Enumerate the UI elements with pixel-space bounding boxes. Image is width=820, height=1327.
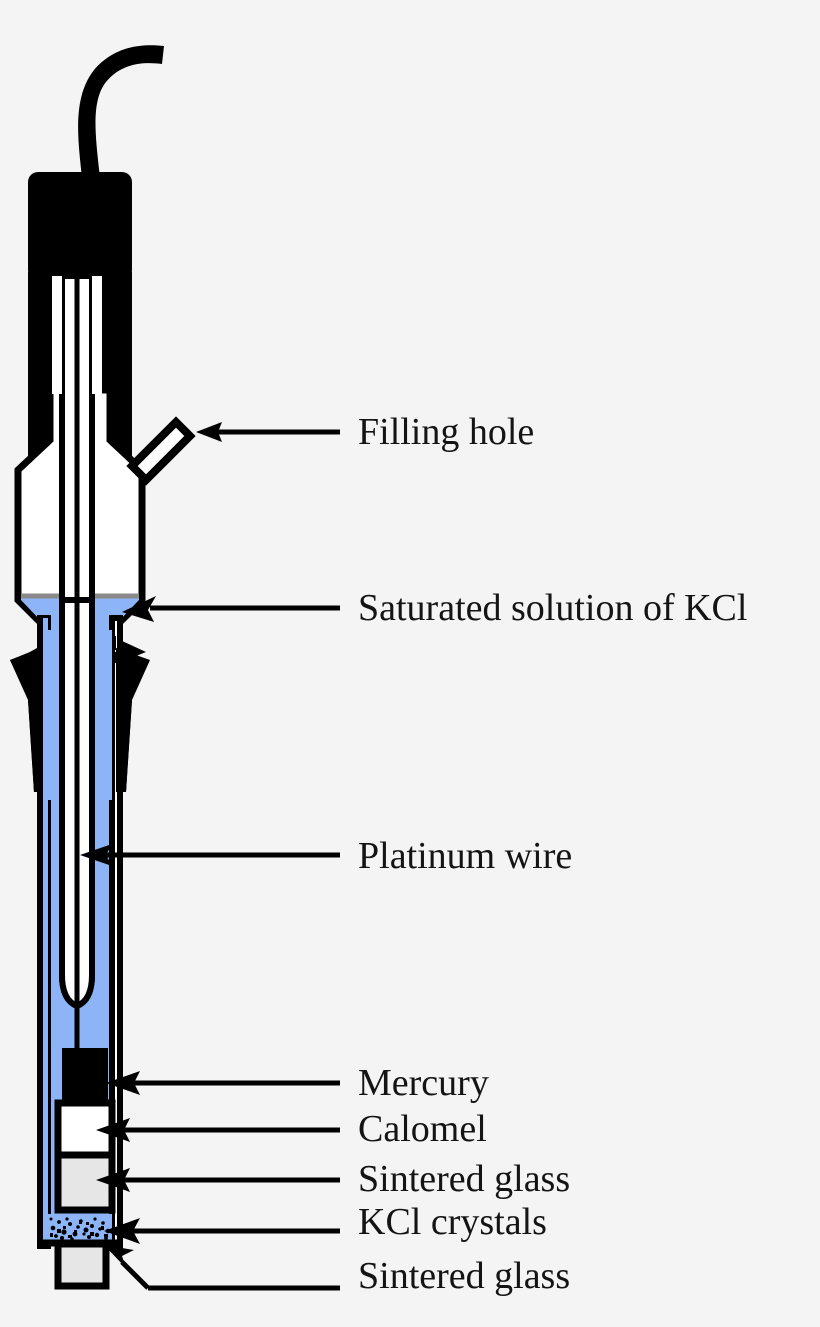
arrowhead-filling-hole [196, 422, 222, 442]
arrowhead-mercury [106, 1071, 140, 1095]
label-kcl-crystals: KCl crystals [358, 1201, 547, 1243]
lower-sintered-glass-frit [54, 1240, 110, 1290]
label-sintered-glass-upper: Sintered glass [358, 1158, 570, 1200]
arrowhead-sintered-glass-lower [104, 1245, 134, 1268]
arrowhead-saturated-solution [122, 596, 156, 622]
arrowhead-calomel [96, 1118, 130, 1142]
arrowhead-platinum-wire [80, 844, 112, 866]
electrode-cap [28, 172, 132, 280]
electrode-cap-shoulder-left [28, 390, 50, 466]
kcl-crystal-specks [49, 1217, 111, 1241]
label-mercury: Mercury [358, 1062, 489, 1104]
mercury-plug [62, 1048, 108, 1103]
label-platinum-wire: Platinum wire [358, 835, 572, 877]
cap-slit-4 [92, 276, 102, 394]
cap-slit-1 [52, 276, 62, 394]
label-filling-hole: Filling hole [358, 411, 534, 453]
electrode-cap-shoulder-right [108, 390, 132, 466]
filling-hole-spout [126, 416, 196, 486]
label-saturated-solution: Saturated solution of KCl [358, 587, 747, 629]
arrowhead-kcl-crystals [104, 1218, 140, 1244]
label-sintered-glass-lower: Sintered glass [358, 1255, 570, 1297]
leader-lines [80, 422, 340, 1291]
cable [78, 45, 164, 179]
label-calomel: Calomel [358, 1108, 487, 1150]
arrowhead-sintered-glass-upper [96, 1168, 130, 1192]
leader-sintered-glass-lower-d [120, 1260, 150, 1290]
kcl-crystal-bed [48, 1214, 112, 1242]
solution-left-edge [40, 618, 48, 1246]
